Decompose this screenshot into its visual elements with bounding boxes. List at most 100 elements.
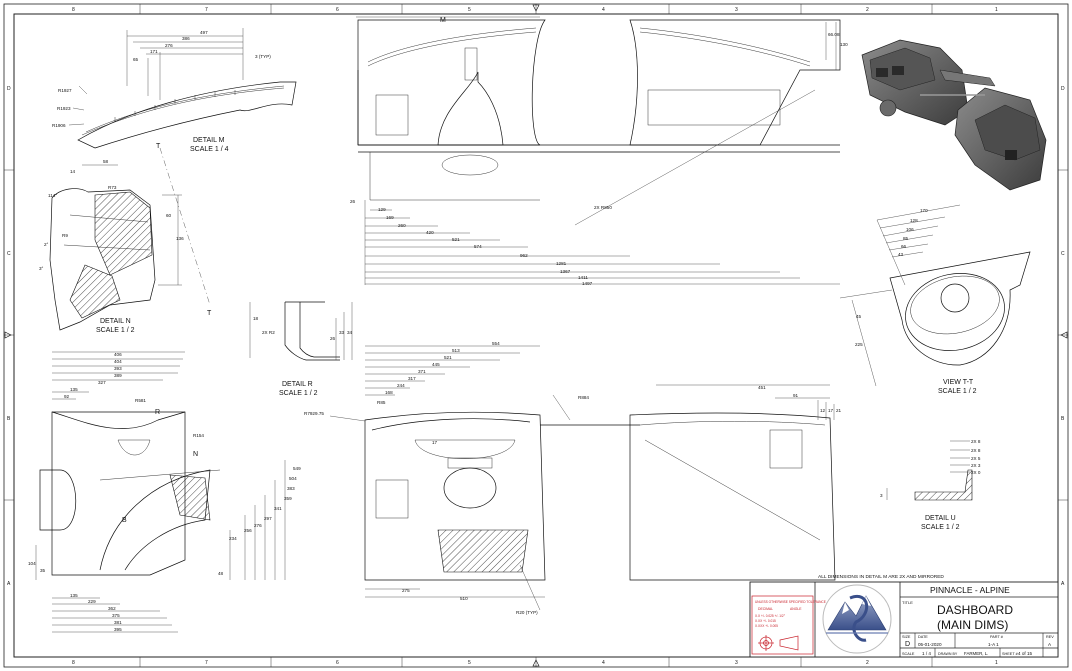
dim-front-554: 554: [492, 341, 500, 346]
detail-n-title: DETAIL N: [100, 318, 131, 325]
dim-rear-21: 21: [836, 408, 842, 413]
dim-side-276: 276: [254, 523, 262, 528]
sheet-value: 4 of 15: [1018, 651, 1032, 656]
view-tt-scale: SCALE 1 / 2: [938, 388, 977, 395]
dim-n-r73: R73: [108, 185, 117, 190]
detail-r-scale: SCALE 1 / 2: [279, 390, 318, 397]
dim-top-1411: 1411: [578, 275, 588, 280]
detail-m-scale: SCALE 1 / 4: [190, 146, 229, 153]
scale-value: 1 / 4: [922, 651, 931, 656]
view-m-label: M: [440, 17, 446, 24]
dim-m-497: 497: [200, 30, 208, 35]
dim-top-962: 962: [520, 253, 528, 258]
dim-n-58: 58: [103, 159, 109, 164]
dim-m-r1923: R1923: [57, 106, 71, 111]
dim-rear-91: 91: [793, 393, 799, 398]
center-arrows: [4, 4, 1068, 667]
dim-side-256: 256: [244, 528, 252, 533]
rev-label: REV: [1046, 635, 1054, 639]
dim-n-14: 14: [70, 169, 76, 174]
dim-side-406: 406: [114, 352, 122, 357]
part-label: PART #: [990, 635, 1004, 639]
dim-front-r85: R85: [377, 400, 386, 405]
projection-symbol-icon: [758, 635, 799, 651]
dim-front-317: 317: [408, 376, 416, 381]
zone-top-2: 7: [205, 7, 208, 13]
dim-front-521: 521: [444, 355, 452, 360]
dim-tt-43: 43: [898, 252, 904, 257]
zone-ticks: [4, 4, 1068, 667]
dim-front-275: 275: [402, 588, 410, 593]
dim-side-92: 92: [64, 394, 70, 399]
dim-r-18: 18: [253, 316, 259, 321]
dim-front-168: 168: [385, 390, 393, 395]
zone-top-3: 6: [336, 7, 339, 13]
dim-side-r: R: [155, 409, 160, 416]
dim-tt-45: 45: [856, 314, 862, 319]
zone-top-7: 2: [866, 7, 869, 13]
sheet-label: SHEET #: [1002, 652, 1019, 656]
dim-rear-451: 451: [758, 385, 766, 390]
zone-left-c: C: [7, 251, 11, 257]
detail-u: 2X 8 2X 8 2X 5 2X 3 2X 0 3 DETAIL U SCAL…: [880, 439, 981, 531]
isometric-view: [861, 39, 1047, 191]
dim-top-169: 169: [386, 215, 394, 220]
dim-side-381: 381: [114, 620, 122, 625]
tolerance-row-1: X.X +/- 0.025 +/- 1/2°: [755, 614, 786, 618]
dim-top-130: 130: [840, 42, 848, 47]
date-label: DATE: [918, 635, 928, 639]
dim-top-1367: 1367: [560, 269, 571, 274]
drawing-title-line-1: DASHBOARD: [937, 603, 1013, 617]
part-value: 1-A 1: [988, 642, 999, 647]
zone-bottom-7: 2: [866, 660, 869, 666]
dim-side-362: 362: [108, 606, 116, 611]
dim-n-136: 136: [176, 236, 184, 241]
dim-side-b: B: [122, 517, 127, 524]
dim-r-33: 33: [339, 330, 345, 335]
dim-top-129: 129: [378, 207, 386, 212]
dim-front-r884: R884: [578, 395, 589, 400]
dim-n-r9: R9: [62, 233, 68, 238]
zone-left-a: A: [7, 581, 11, 587]
tolerance-angle: ANGLE: [790, 607, 802, 611]
view-tt: 170 128 106 85 66 43 45 225 VIEW T-T SCA…: [839, 204, 1031, 395]
dim-side-359: 359: [284, 496, 292, 501]
detail-m: 497 386 276 171 65 3 (TYP) R1927 R1923 R…: [52, 28, 297, 153]
dim-tt-225: 225: [855, 342, 863, 347]
dim-side-48: 48: [218, 571, 224, 576]
dim-r-2xr2: 2X R2: [262, 330, 275, 335]
dim-r-26: 26: [330, 336, 336, 341]
zone-bottom-3: 6: [336, 660, 339, 666]
tolerance-heading: UNLESS OTHERWISE SPECIFIED TOLERANCE: [755, 600, 826, 604]
drawing-title-line-2: (MAIN DIMS): [937, 618, 1008, 632]
zone-right-c: C: [1061, 251, 1065, 257]
dim-side-383: 383: [287, 486, 295, 491]
zone-top-6: 3: [735, 7, 738, 13]
dim-n-60: 60: [166, 213, 172, 218]
dim-top-r850: 2X R850: [594, 205, 612, 210]
dim-n-114: 114°: [48, 193, 57, 198]
zone-bottom-2: 7: [205, 660, 208, 666]
drawn-by-value: FARMER, L.: [964, 651, 988, 656]
detail-n-scale: SCALE 1 / 2: [96, 327, 135, 334]
general-note: ALL DIMENSIONS IN DETAIL M ARE 2X AND MI…: [818, 574, 944, 580]
zone-bottom-1: 8: [72, 660, 75, 666]
title-block: UNLESS OTHERWISE SPECIFIED TOLERANCE DEC…: [749, 581, 1059, 658]
dim-side-104: 104: [28, 561, 36, 566]
dim-side-549: 549: [293, 466, 301, 471]
dim-tt-66: 66: [901, 244, 907, 249]
dim-top-1281: 1281: [556, 261, 567, 266]
dim-u-8b: 2X 8: [971, 448, 981, 453]
dim-u-8a: 2X 8: [971, 439, 981, 444]
size-label: SIZE: [902, 635, 911, 639]
dim-front-r7929: R7929.75: [304, 411, 324, 416]
dim-m-171: 171: [150, 49, 158, 54]
dim-side-393: 393: [114, 366, 122, 371]
dim-side-229: 229: [88, 599, 96, 604]
dim-side-r581: R581: [135, 398, 146, 403]
front-view: 554 513 521 445 371 317 244 168 R85 R884…: [304, 341, 842, 615]
dim-m-65: 65: [133, 57, 139, 62]
dim-side-375: 375: [112, 613, 120, 618]
dim-top-6608: 66.08: [828, 32, 840, 37]
